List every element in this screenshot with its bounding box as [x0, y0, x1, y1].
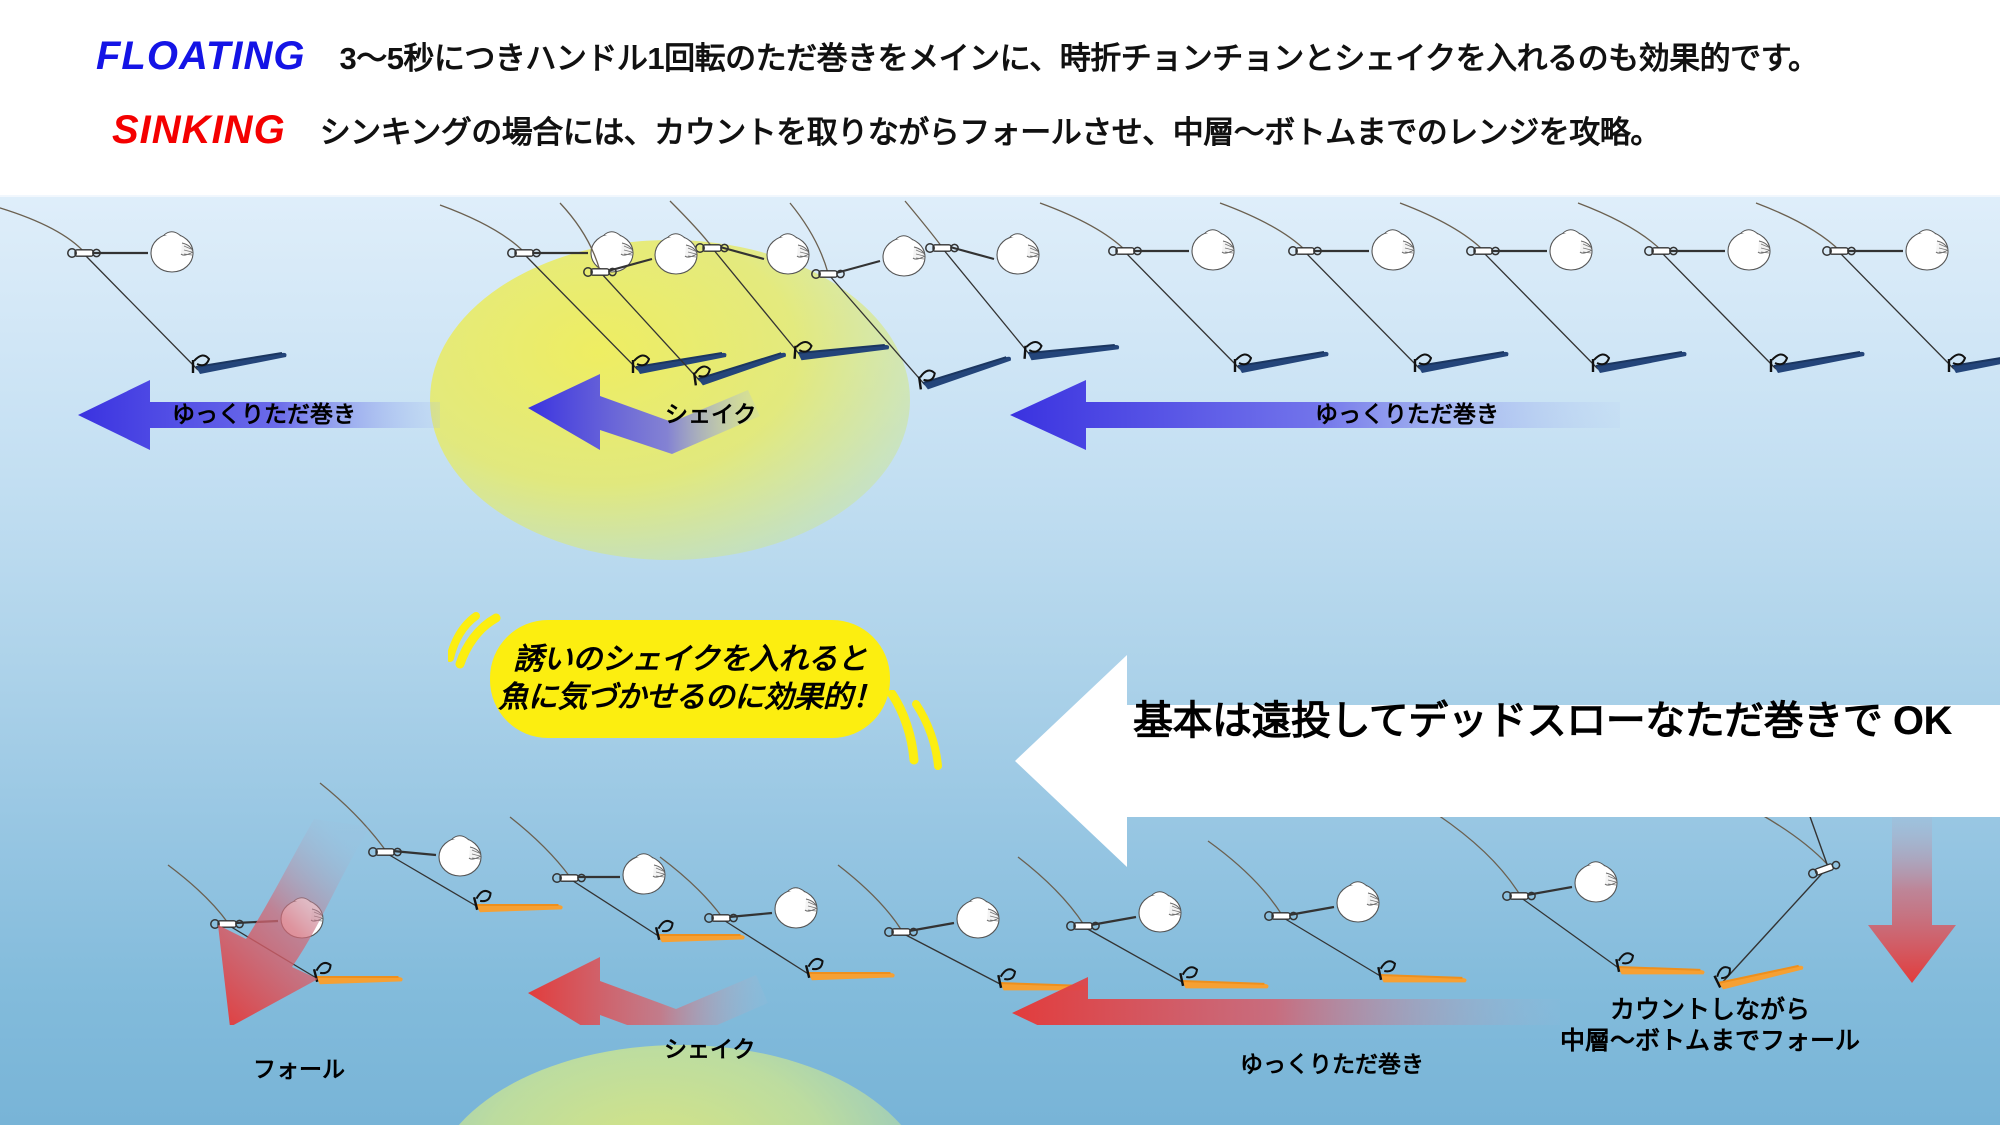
- banner-arrow-shape: [1015, 655, 2000, 867]
- label-count-fall-line2: 中層〜ボトムまでフォール: [1559, 1026, 1860, 1055]
- arrow-shake-sinking: [528, 957, 768, 1025]
- label-shake-floating: シェイク: [665, 401, 757, 427]
- floating-description: 3〜5秒につきハンドル1回転のただ巻きをメインに、時折チョンチョンとシェイクを入…: [339, 41, 1819, 76]
- floating-arrows: [78, 374, 1620, 454]
- callout-line2: 魚に気づかせるのに効果的！: [498, 681, 882, 714]
- arrow-shake-floating: [528, 374, 760, 454]
- arrow-retrieve-left: [78, 380, 440, 450]
- header-row-sinking: SINKING シンキングの場合には、カウントを取りながらフォールさせ、中層〜ボ…: [112, 110, 1661, 150]
- label-retrieve-left-floating: ゆっくりただ巻き: [172, 401, 356, 427]
- callout-sparkle-right: [887, 690, 942, 770]
- label-fall-sinking: フォール: [253, 1056, 345, 1082]
- water-surface-line: [0, 195, 2000, 197]
- floating-tag: FLOATING: [96, 34, 306, 78]
- sinking-arrows: [218, 803, 1956, 1025]
- label-shake-sinking: シェイク: [664, 1036, 756, 1062]
- sinking-description: シンキングの場合には、カウントを取りながらフォールさせ、中層〜ボトムまでのレンジ…: [319, 115, 1662, 150]
- callout-sparkle-left: [448, 612, 501, 669]
- header-text-block: FLOATING 3〜5秒につきハンドル1回転のただ巻きをメインに、時折チョンチ…: [0, 0, 2000, 195]
- label-count-fall-line1: カウントしながら: [1609, 996, 1810, 1024]
- arrow-retrieve-right-sinking: [1012, 977, 1560, 1025]
- callout-line1: 誘いのシェイクを入れると: [513, 642, 867, 676]
- header-row-floating: FLOATING 3〜5秒につきハンドル1回転のただ巻きをメインに、時折チョンチ…: [96, 36, 1819, 76]
- main-tip-banner: 基本は遠投してデッドスローなただ巻きで OK: [1015, 655, 2000, 872]
- sinking-tag: SINKING: [112, 108, 286, 152]
- label-count-fall: カウントしながら 中層〜ボトムまでフォール: [1480, 995, 1940, 1056]
- floating-rigs: [0, 200, 2000, 392]
- shake-callout-bubble: 誘いのシェイクを入れると 魚に気づかせるのに効果的！: [490, 620, 890, 738]
- label-retrieve-right-floating: ゆっくりただ巻き: [1315, 401, 1499, 427]
- arrow-retrieve-right: [1010, 380, 1620, 450]
- sinking-rigs: [167, 771, 1842, 1009]
- arrow-fall-sinking: [218, 819, 370, 1025]
- arrow-fall-vertical: [1868, 803, 1956, 983]
- banner-text: 基本は遠投してデッドスローなただ巻きで OK: [1133, 699, 1952, 743]
- label-retrieve-right-sinking: ゆっくりただ巻き: [1240, 1051, 1424, 1077]
